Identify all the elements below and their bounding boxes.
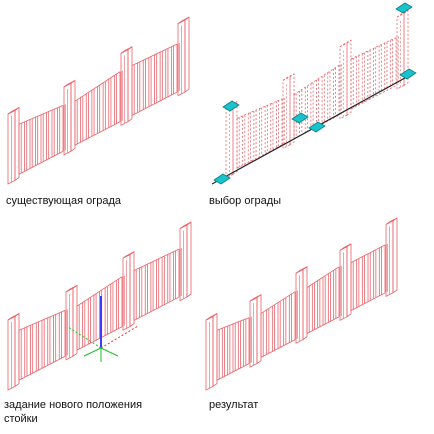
caption-result: результат [209, 399, 259, 411]
grip-mid-upper[interactable] [291, 112, 309, 124]
selected-fence-drawing [211, 2, 417, 185]
grip-start[interactable] [213, 173, 231, 185]
caption-new-post-position-line2: стойки [4, 413, 38, 425]
grip-mid[interactable] [308, 121, 326, 133]
result-fence-drawing [205, 217, 398, 391]
caption-existing-fence: существующая ограда [6, 195, 122, 207]
caption-new-post-position-line1: задание нового положения [4, 399, 143, 411]
grip-top-right[interactable] [395, 2, 413, 14]
ucs-axis-icon [67, 296, 139, 362]
grip-top-left[interactable] [222, 100, 240, 112]
grip-end[interactable] [399, 68, 417, 80]
new-post-position-drawing [7, 221, 192, 391]
caption-fence-selection: выбор ограды [209, 195, 282, 207]
existing-fence-drawing [7, 16, 190, 185]
